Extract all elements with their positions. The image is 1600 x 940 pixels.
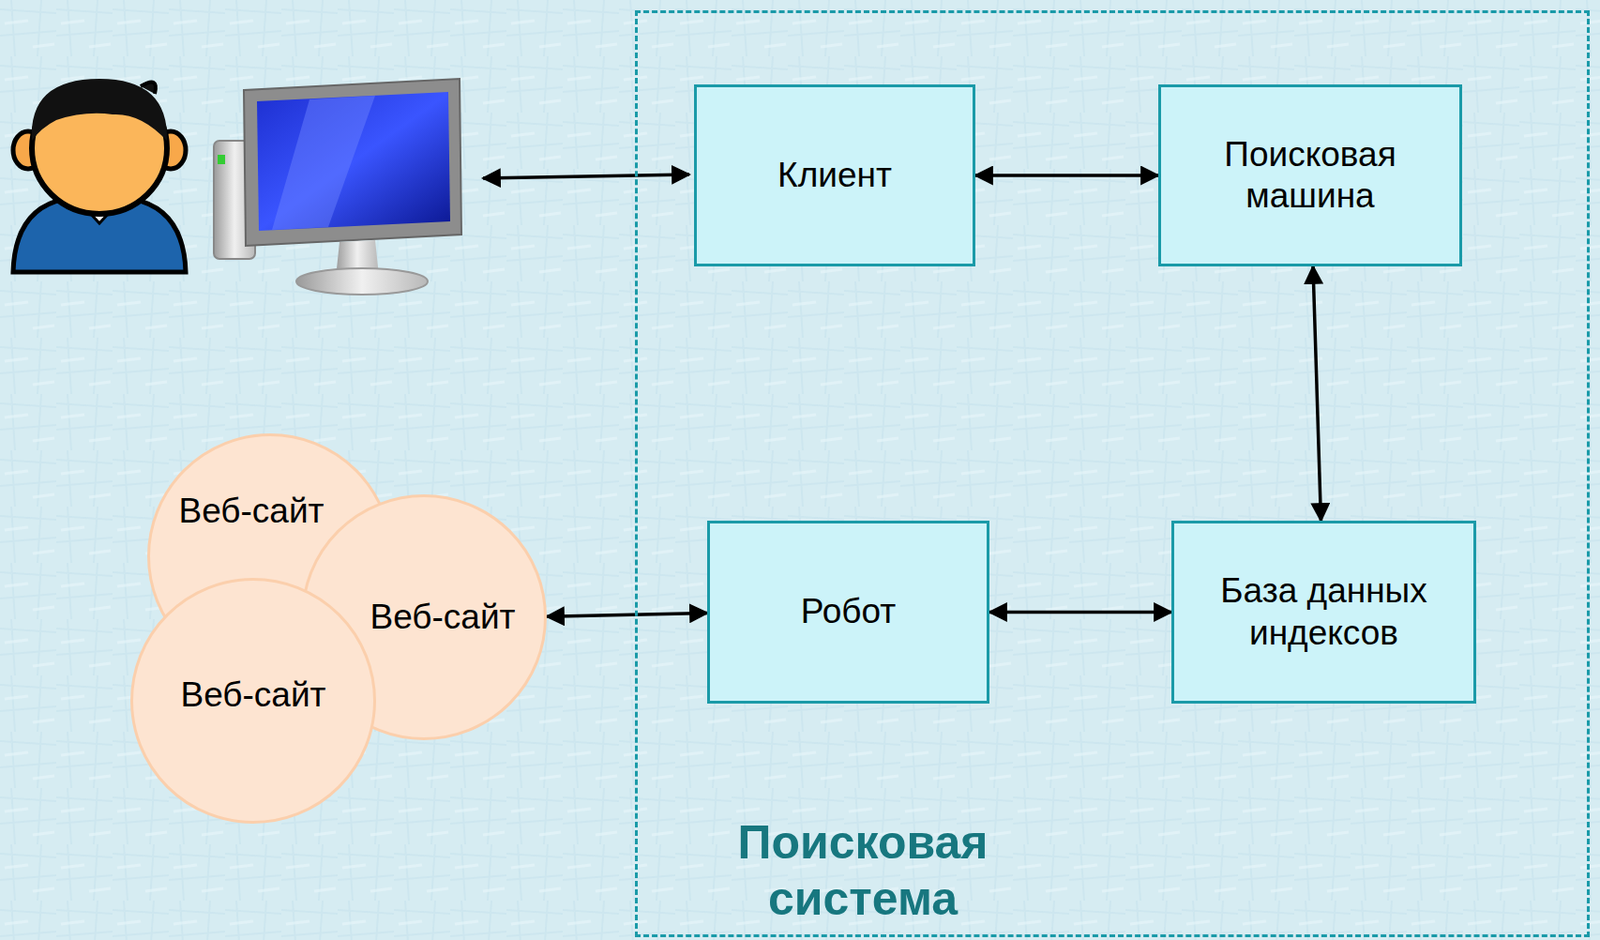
node-label: База данных индексов bbox=[1174, 570, 1474, 654]
process-box: Робот bbox=[707, 520, 990, 704]
connector-arrow bbox=[1313, 266, 1321, 521]
node-label: Робот bbox=[800, 590, 897, 633]
node-label: Веб-сайт bbox=[180, 674, 326, 716]
system-region: Поисковая система Клиент Поисковая машинаР… bbox=[634, 10, 1590, 937]
process-box: База данных индексов bbox=[1171, 520, 1477, 704]
node-label: Веб-сайт bbox=[178, 490, 324, 532]
user-client-arrow bbox=[483, 174, 690, 179]
node-label: Веб-сайт bbox=[369, 596, 515, 638]
connector-arrow bbox=[975, 173, 1159, 178]
node-label: Клиент bbox=[777, 154, 892, 197]
user-icon bbox=[13, 78, 186, 272]
process-box: Клиент bbox=[694, 84, 976, 267]
computer-icon bbox=[213, 78, 462, 295]
node-label: Поисковая машина bbox=[1161, 134, 1460, 218]
process-box: Поисковая машина bbox=[1158, 84, 1463, 267]
connector-arrow bbox=[989, 610, 1172, 615]
website-circle: Веб-сайт bbox=[130, 577, 377, 824]
region-title: Поисковая система bbox=[722, 814, 1004, 927]
connector-arrow bbox=[546, 612, 708, 617]
